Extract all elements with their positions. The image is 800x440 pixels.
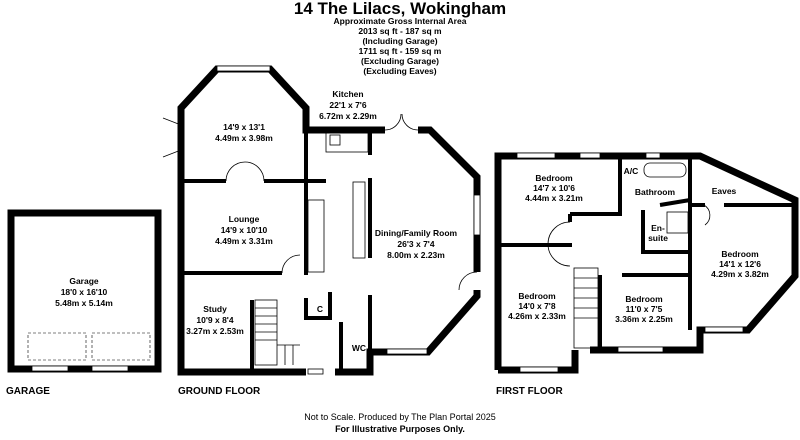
- footer-disclaimer: For Illustrative Purposes Only.: [335, 424, 465, 434]
- ensuite-label: suite: [648, 233, 668, 243]
- dining-metric: 8.00m x 2.23m: [387, 250, 445, 260]
- area-line: (Excluding Garage): [361, 56, 439, 66]
- ensuite-label: En-: [651, 223, 665, 233]
- first-floor-label: FIRST FLOOR: [496, 386, 563, 397]
- bedroom1-metric: 4.44m x 3.21m: [525, 193, 583, 203]
- kitchen-imperial: 22'1 x 7'6: [329, 100, 366, 110]
- property-title: 14 The Lilacs, Wokingham: [294, 0, 506, 18]
- kitchen-name: Kitchen: [332, 89, 363, 99]
- garage-plan: Garage 18'0 x 16'10 5.48m x 5.14m: [7, 209, 162, 373]
- area-line: 1711 sq ft - 159 sq m: [359, 46, 442, 56]
- area-heading: Approximate Gross Internal Area: [334, 16, 467, 26]
- bedroom4-imperial: 11'0 x 7'5: [626, 304, 663, 314]
- ground-floor-plan: 14'9 x 13'1 4.49m x 3.98m Kitchen 22'1 x…: [162, 65, 481, 376]
- first-floor-plan: Bedroom 14'7 x 10'6 4.44m x 3.21m A/C Ba…: [494, 152, 799, 374]
- dining-name: Dining/Family Room: [375, 228, 458, 238]
- area-line: (Including Garage): [362, 36, 437, 46]
- footer-scale-note: Not to Scale. Produced by The Plan Porta…: [304, 412, 495, 422]
- bedroom2-imperial: 14'1 x 12'6: [719, 259, 761, 269]
- stairs: [254, 299, 300, 366]
- bathroom-label: Bathroom: [635, 187, 676, 197]
- lounge-imperial: 14'9 x 10'10: [221, 225, 268, 235]
- stairs: [573, 267, 599, 349]
- bedroom4-name: Bedroom: [625, 294, 663, 304]
- bedroom1-name: Bedroom: [535, 173, 573, 183]
- garage-name: Garage: [69, 276, 99, 286]
- garage-floor-label: GARAGE: [6, 386, 50, 397]
- lounge-name: Lounge: [229, 214, 260, 224]
- ac-label: A/C: [624, 166, 639, 176]
- bedroom4-metric: 3.36m x 2.25m: [615, 314, 673, 324]
- bay-room-metric: 4.49m x 3.98m: [215, 133, 273, 143]
- garage-metric: 5.48m x 5.14m: [55, 298, 113, 308]
- wc-label: WC: [352, 343, 366, 353]
- bay-room-imperial: 14'9 x 13'1: [223, 122, 265, 132]
- kitchen-metric: 6.72m x 2.29m: [319, 111, 377, 121]
- bedroom1-imperial: 14'7 x 10'6: [533, 183, 575, 193]
- study-imperial: 10'9 x 8'4: [196, 315, 233, 325]
- bedroom2-metric: 4.29m x 3.82m: [711, 269, 769, 279]
- cupboard-label: C: [317, 304, 323, 314]
- lounge-metric: 4.49m x 3.31m: [215, 236, 273, 246]
- dining-imperial: 26'3 x 7'4: [397, 239, 434, 249]
- study-name: Study: [203, 304, 227, 314]
- bedroom3-imperial: 14'0 x 7'8: [518, 301, 555, 311]
- study-metric: 3.27m x 2.53m: [186, 326, 244, 336]
- bedroom3-name: Bedroom: [518, 291, 556, 301]
- eaves-label: Eaves: [712, 186, 737, 196]
- area-line: (Excluding Eaves): [363, 66, 436, 76]
- bedroom2-name: Bedroom: [721, 249, 759, 259]
- bedroom3-metric: 4.26m x 2.33m: [508, 311, 566, 321]
- area-line: 2013 sq ft - 187 sq m: [358, 26, 442, 36]
- garage-imperial: 18'0 x 16'10: [61, 287, 108, 297]
- ground-floor-label: GROUND FLOOR: [178, 386, 261, 397]
